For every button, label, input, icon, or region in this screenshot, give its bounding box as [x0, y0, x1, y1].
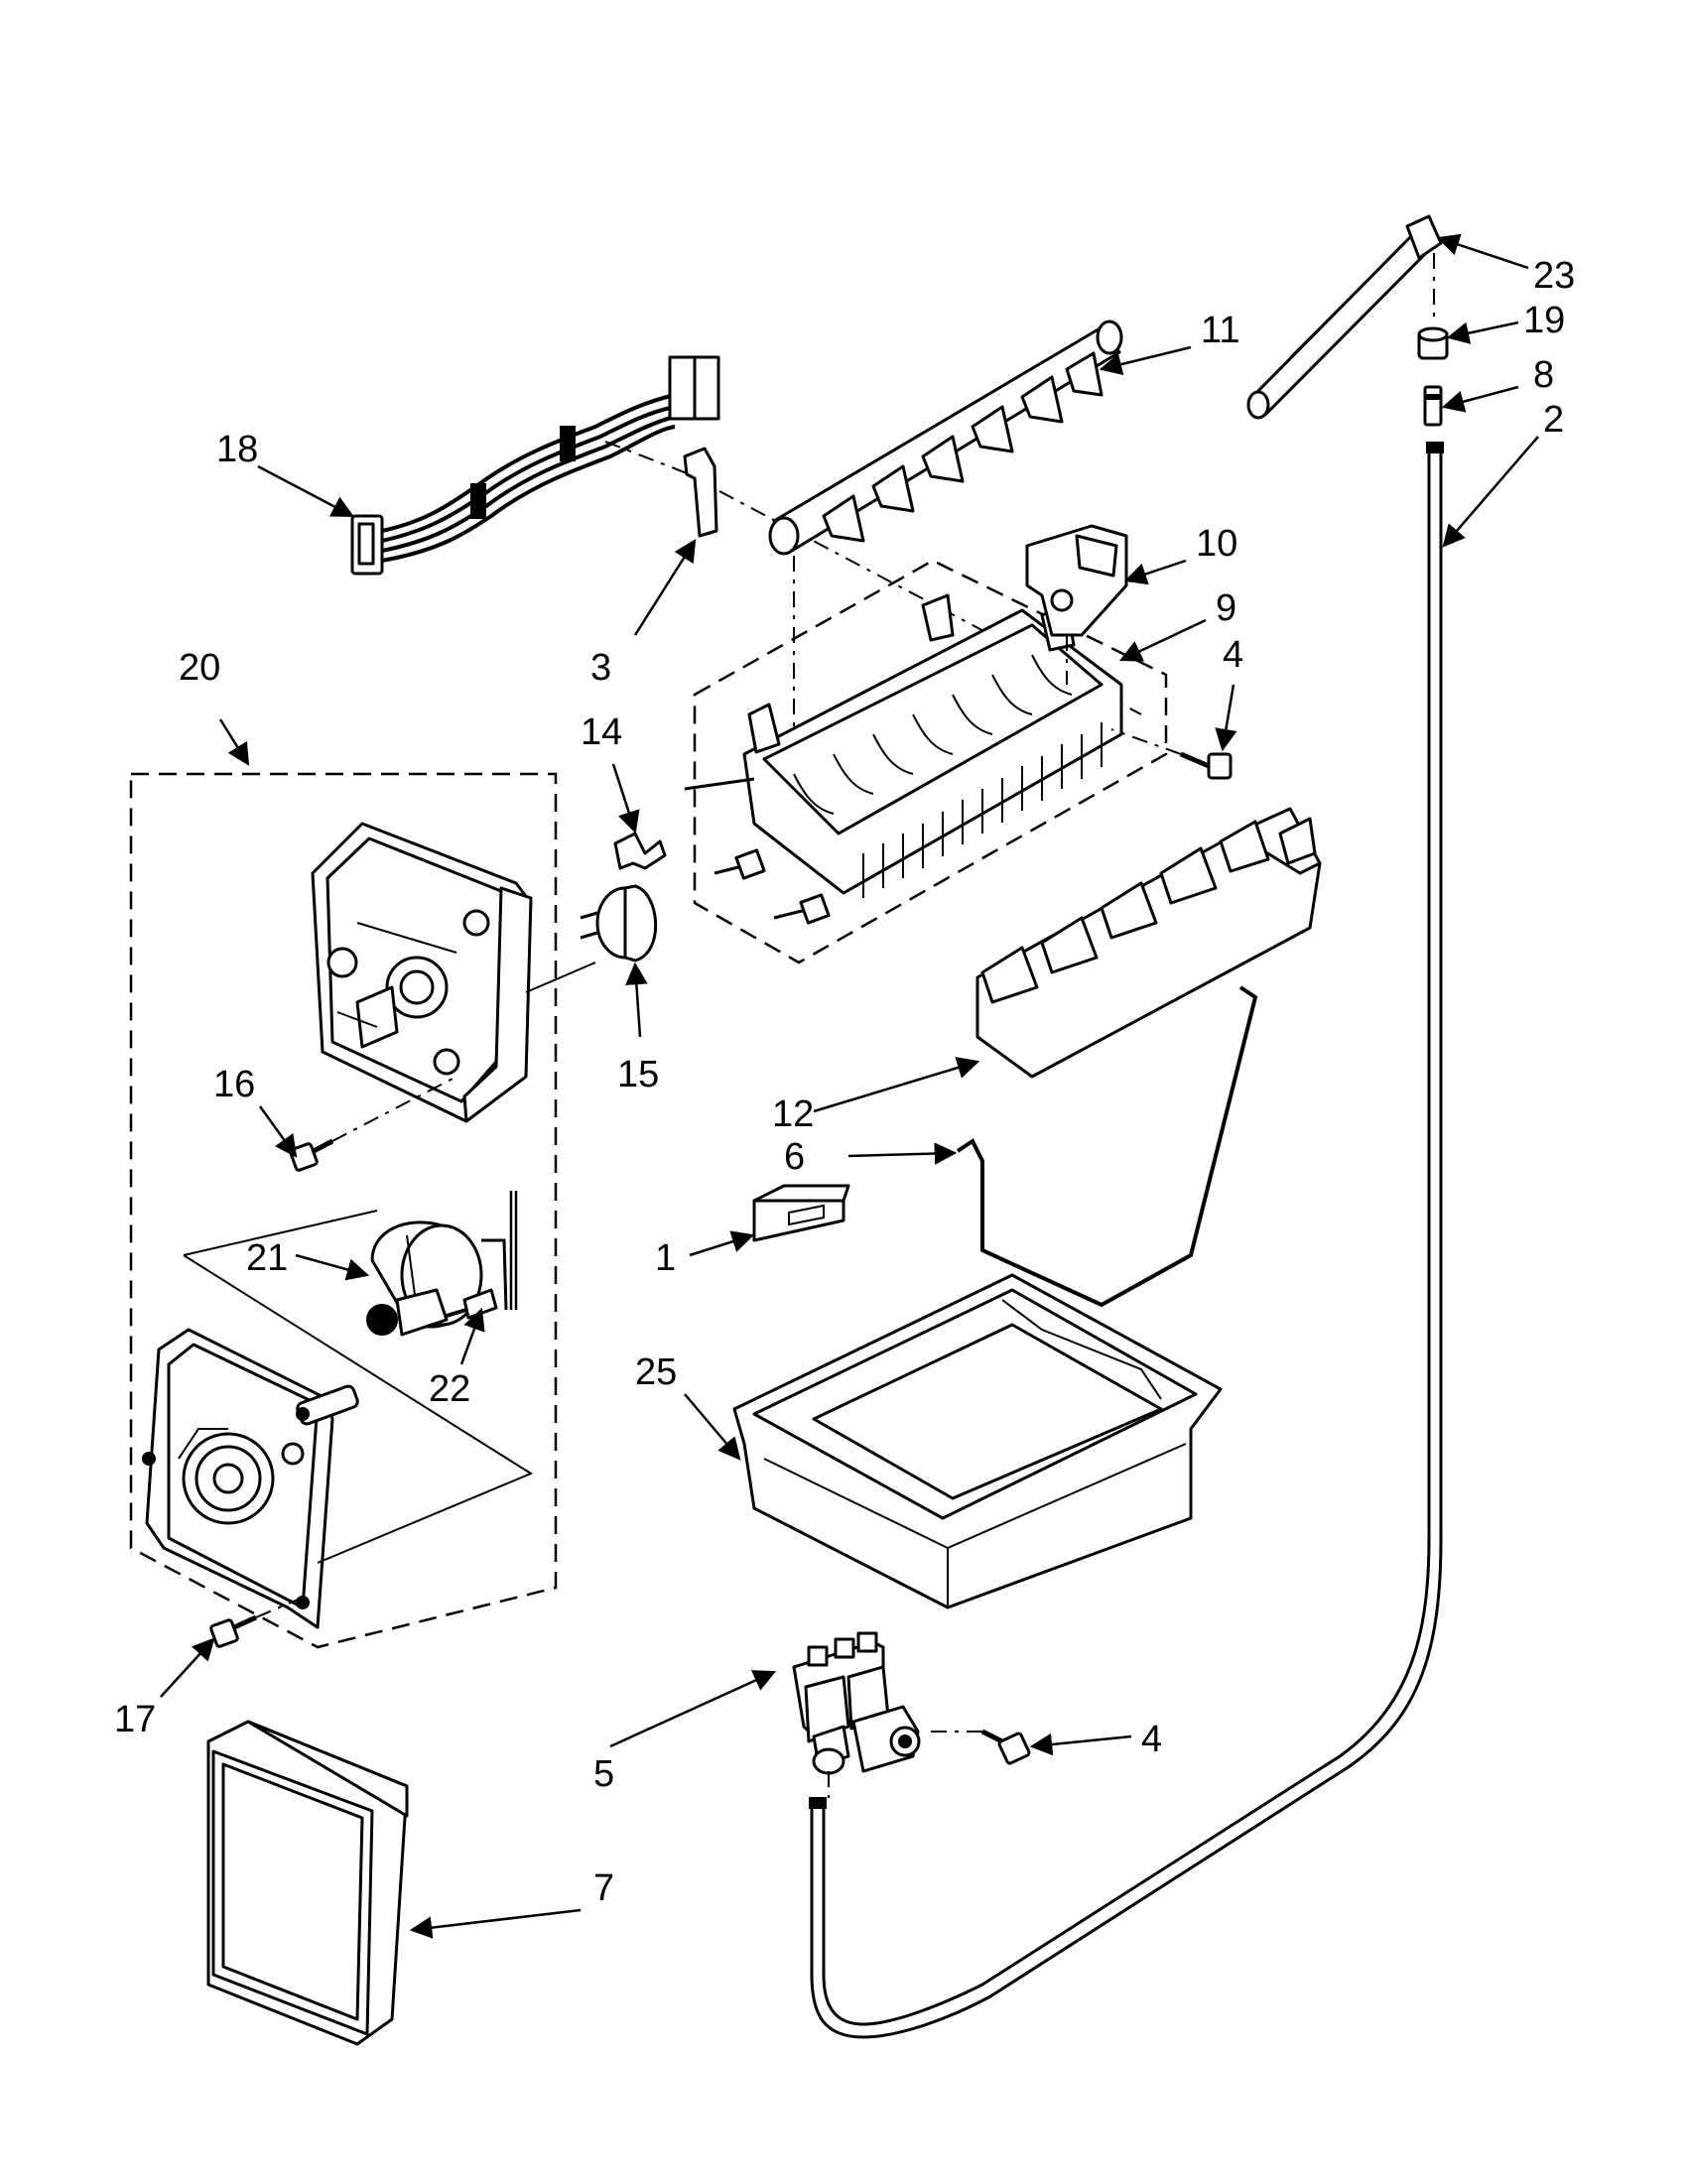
callout-label-11: 11: [1201, 310, 1239, 351]
callout-label-6: 6: [784, 1136, 805, 1178]
clip-14-part: [613, 832, 667, 870]
callout-label-10: 10: [1196, 523, 1237, 565]
callout-label-25: 25: [635, 1351, 677, 1393]
callout-label-1: 1: [655, 1237, 676, 1279]
callout-label-2: 2: [1543, 399, 1564, 441]
clip-part: [683, 447, 718, 538]
callout-label-14: 14: [581, 711, 622, 753]
callout-label-15: 15: [617, 1054, 659, 1095]
dash-screw16: [331, 1076, 457, 1142]
callout-label-8: 8: [1533, 354, 1554, 396]
callout-label-19: 19: [1523, 300, 1565, 341]
callout-label-21: 21: [246, 1237, 288, 1279]
assembly-plane-lines: [183, 1210, 534, 1564]
callout-leaders: [160, 233, 1539, 1939]
dash-screw17: [255, 1599, 299, 1618]
callout-label-18: 18: [216, 429, 258, 470]
stripper-part: [975, 807, 1322, 1079]
control-housing-part: [311, 822, 533, 1123]
callout-label-4a: 4: [1223, 634, 1243, 676]
callout-label-9: 9: [1216, 587, 1236, 629]
cover-plate-part: [142, 1328, 359, 1629]
callout-label-16: 16: [213, 1064, 255, 1105]
grommet-part: [1417, 326, 1449, 360]
screw-upper-part: [1180, 751, 1233, 780]
front-cover-part: [206, 1720, 409, 2046]
fill-cup-part: [1025, 524, 1128, 637]
shutoff-arm-part: [956, 985, 1258, 1308]
dash-harness-to-clip: [604, 441, 696, 477]
dash-housing-to-thermostat: [525, 962, 596, 993]
callout-label-5: 5: [593, 1753, 614, 1795]
screw-16-part: [289, 1138, 334, 1172]
ice-bin-part: [732, 1273, 1223, 1609]
callout-label-23: 23: [1533, 255, 1575, 297]
callout-label-22: 22: [429, 1368, 470, 1410]
dash-screw-to-mold: [1110, 728, 1182, 755]
insulation-pad-part: [752, 1184, 850, 1242]
ice-mold-part: [684, 593, 1123, 925]
water-valve-part: [792, 1631, 921, 1775]
mold-boundary: [693, 559, 1168, 964]
screw-lower-part: [980, 1729, 1031, 1765]
callout-labels: 1 2 3 4 4 5 6 7 8 9 10 11 12 14 15 16 17…: [114, 255, 1575, 1909]
callout-label-17: 17: [114, 1699, 156, 1740]
callout-label-20: 20: [179, 647, 220, 689]
screw-17-part: [209, 1614, 258, 1648]
callout-label-7: 7: [593, 1867, 614, 1909]
callout-label-3: 3: [590, 647, 611, 689]
thermostat-part: [580, 884, 658, 963]
callout-label-12: 12: [772, 1093, 814, 1135]
motor-part: [366, 1191, 518, 1337]
fill-tube-part: [1246, 214, 1443, 420]
ejector-blade-part: [768, 320, 1123, 556]
wire-harness-part: [350, 355, 720, 576]
insert-part: [1423, 385, 1443, 427]
water-tube-part: [809, 442, 1444, 2039]
callout-label-4b: 4: [1141, 1719, 1162, 1760]
